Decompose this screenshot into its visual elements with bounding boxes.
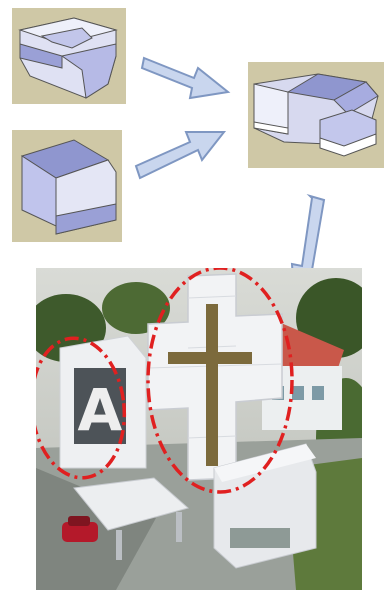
- sloped-block-icon: [12, 130, 122, 242]
- model-b-panel: [12, 130, 122, 242]
- church-render-icon: A: [36, 268, 362, 590]
- church-render-image: A: [36, 268, 362, 590]
- stepped-block-icon: [12, 8, 126, 104]
- combined-model-panel: [248, 62, 384, 168]
- alpha-omega-symbol: A: [78, 376, 123, 444]
- arrow-right-up-icon: [132, 120, 236, 186]
- assembled-building-icon: [248, 62, 384, 168]
- model-a-panel: [12, 8, 126, 104]
- arrow-right-down-icon: [140, 40, 236, 104]
